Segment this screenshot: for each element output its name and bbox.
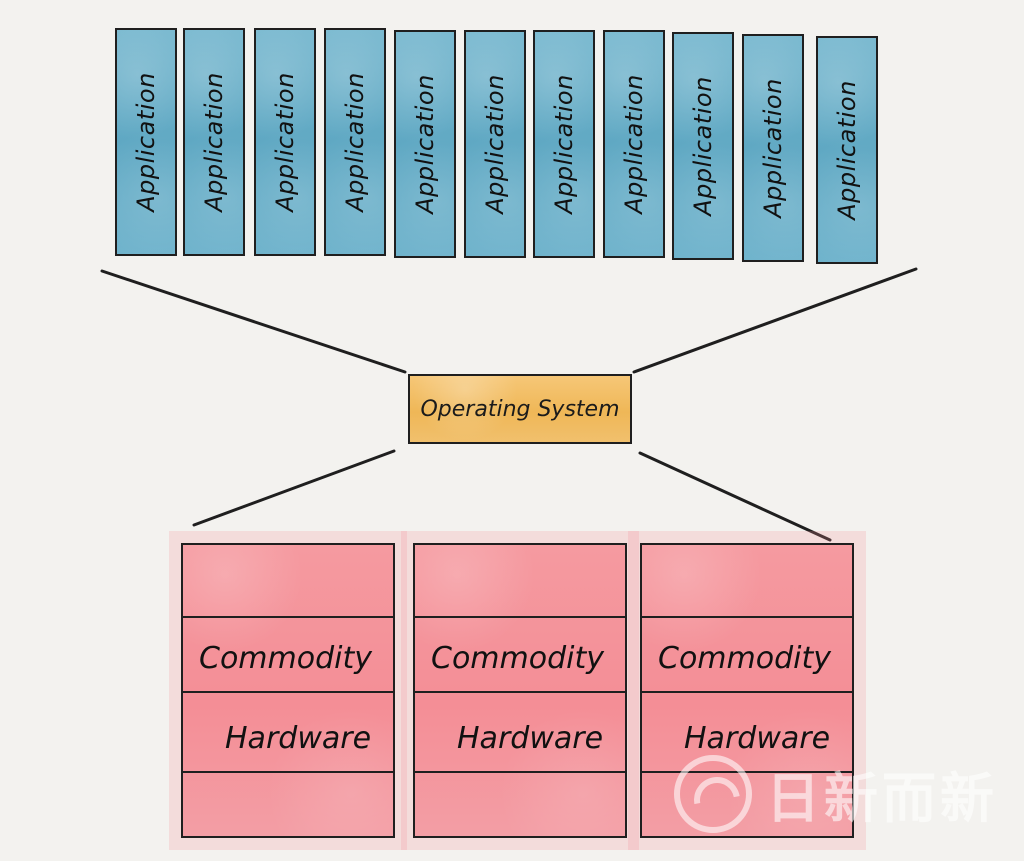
hardware-divider (183, 691, 393, 693)
application-label: Application (550, 74, 578, 214)
application-box: Application (672, 32, 734, 260)
application-box: Application (324, 28, 386, 256)
hardware-top-label: Commodity (431, 641, 604, 676)
hardware-divider (642, 616, 852, 618)
application-box: Application (742, 34, 804, 262)
hardware-divider (415, 691, 625, 693)
hardware-divider (183, 616, 393, 618)
application-box: Application (816, 36, 878, 264)
hardware-divider (183, 771, 393, 773)
application-label: Application (481, 74, 509, 214)
hardware-divider (642, 691, 852, 693)
application-box: Application (603, 30, 665, 258)
application-box: Application (533, 30, 595, 258)
application-label: Application (341, 72, 369, 212)
hardware-divider (415, 771, 625, 773)
application-box: Application (394, 30, 456, 258)
hardware-stack: Commodity Hardware (181, 543, 395, 838)
application-label: Application (689, 76, 717, 216)
hardware-top-label: Commodity (658, 641, 831, 676)
application-box: Application (115, 28, 177, 256)
hardware-top-label: Commodity (199, 641, 372, 676)
hardware-bottom-label: Hardware (457, 721, 604, 756)
hardware-divider (642, 771, 852, 773)
application-label: Application (759, 78, 787, 218)
application-label: Application (200, 72, 228, 212)
application-box: Application (464, 30, 526, 258)
application-label: Application (132, 72, 160, 212)
hardware-divider (415, 616, 625, 618)
operating-system-label: Operating System (420, 396, 620, 422)
hardware-bottom-label: Hardware (225, 721, 372, 756)
application-label: Application (833, 80, 861, 220)
application-box: Application (183, 28, 245, 256)
hardware-stack: Commodity Hardware (413, 543, 627, 838)
application-label: Application (271, 72, 299, 212)
hardware-stack: Commodity Hardware (640, 543, 854, 838)
hardware-bottom-label: Hardware (684, 721, 831, 756)
application-label: Application (411, 74, 439, 214)
application-label: Application (620, 74, 648, 214)
operating-system-box: Operating System (408, 374, 632, 444)
application-box: Application (254, 28, 316, 256)
